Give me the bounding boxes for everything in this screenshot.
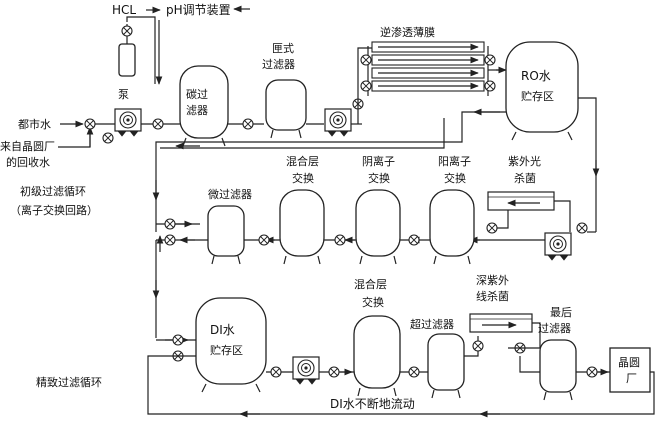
uv-label-1: 紫外光 xyxy=(508,154,541,168)
hcl-cylinder xyxy=(118,43,136,77)
reclaim-water-label-2: 的回收水 xyxy=(6,155,50,169)
hcl-label: HCL xyxy=(112,3,136,17)
pre-carbon-valve[interactable] xyxy=(152,118,164,130)
ro-valve-2[interactable] xyxy=(360,80,372,92)
cartridge-filter-label-2: 过滤器 xyxy=(262,58,295,71)
mixed-bed-2: 混合层 交换 xyxy=(353,277,401,397)
primary-loop-label-2: （离子交换回路） xyxy=(10,203,98,217)
mixed-bed-2-label-1: 混合层 xyxy=(354,277,387,291)
reclaim-valve[interactable] xyxy=(102,132,114,144)
cartridge-filter: 匣式 过滤器 xyxy=(262,42,307,139)
ro-tank-label-2: 贮存区 xyxy=(521,89,554,103)
anion-valve[interactable] xyxy=(408,234,420,246)
ro-tank-label-1: RO水 xyxy=(521,69,551,83)
anion-label-2: 交换 xyxy=(368,171,390,185)
primary-loop-label-1: 初级过滤循环 xyxy=(20,184,86,198)
deep-uv-label-2: 线杀菌 xyxy=(476,289,509,303)
ro-booster-pump[interactable] xyxy=(324,108,352,137)
fab-label-1: 晶圆 xyxy=(618,356,640,369)
final-filter-valve[interactable] xyxy=(586,366,598,378)
mixed-bed-1 xyxy=(279,189,325,265)
inlet-valve[interactable] xyxy=(84,118,96,130)
ultra-filter-valve[interactable] xyxy=(472,340,484,352)
ro-membranes: 逆渗透薄膜 xyxy=(360,25,496,96)
mixed-bed-2-valve[interactable] xyxy=(408,366,420,378)
wafer-fab: 晶圆 厂 xyxy=(609,347,651,393)
fab-label-2: 厂 xyxy=(626,372,637,385)
polish-loop-label: 精致过滤循环 xyxy=(36,375,102,389)
pump-label: 泵 xyxy=(118,88,129,101)
anion-exchanger xyxy=(355,189,401,265)
anion-label-1: 阴离子 xyxy=(362,154,395,168)
carbon-filter: 碳过 滤器 xyxy=(179,65,229,147)
final-filter: 最后 过滤器 xyxy=(538,306,577,401)
city-water-label: 都市水 xyxy=(18,117,51,131)
di-tank-label-1: DI水 xyxy=(210,323,235,337)
hcl-dosing: HCL pH调节装置 xyxy=(112,3,250,85)
micro-filter-valve[interactable] xyxy=(258,234,270,246)
di-outlet-valve[interactable] xyxy=(270,366,282,378)
polish-pump[interactable] xyxy=(292,356,320,385)
final-filter-label-1: 最后 xyxy=(550,306,572,319)
ro-outlet-valve[interactable] xyxy=(576,222,588,234)
micro-filter-label: 微过滤器 xyxy=(208,187,252,201)
cation-exchanger xyxy=(429,189,475,265)
carbon-filter-label-1: 碳过 xyxy=(186,87,208,101)
final-filter-label-2: 过滤器 xyxy=(538,322,571,335)
loop-valve-1[interactable] xyxy=(164,218,176,230)
ultra-filter: 超过滤器 xyxy=(410,317,465,399)
di-flow-label: DI水不断地流动 xyxy=(330,396,415,411)
feed-pump[interactable] xyxy=(114,108,142,137)
cation-label-1: 阳离子 xyxy=(438,154,471,168)
di-tank-label-2: 贮存区 xyxy=(210,343,243,357)
ro-valve-1[interactable] xyxy=(360,54,372,66)
di-storage-tank: DI水 贮存区 xyxy=(195,297,267,393)
mixed-bed-1-valve[interactable] xyxy=(334,234,346,246)
mixed-bed-1-label-2: 交换 xyxy=(292,171,314,185)
cartridge-filter-label-1: 匣式 xyxy=(272,42,294,55)
post-carbon-valve[interactable] xyxy=(242,118,254,130)
ro-storage-tank: RO水 贮存区 xyxy=(505,41,579,141)
ro-valve-3[interactable] xyxy=(484,54,496,66)
deep-uv-sterilizer: 深紫外 线杀菌 xyxy=(469,274,533,333)
micro-filter xyxy=(207,205,245,265)
ro-valve-4[interactable] xyxy=(484,80,496,92)
ultra-filter-label: 超过滤器 xyxy=(410,317,454,331)
uv-sterilizer xyxy=(487,191,555,211)
mixed-bed-2-label-2: 交换 xyxy=(362,295,384,309)
mixed-bed-1-label-1: 混合层 xyxy=(286,154,319,168)
loop-valve-2[interactable] xyxy=(164,234,176,246)
polish-pump-valve[interactable] xyxy=(328,366,340,378)
hcl-valve[interactable] xyxy=(121,25,133,37)
di-inlet-valve[interactable] xyxy=(172,334,184,346)
ph-device-label: pH调节装置 xyxy=(166,3,231,17)
carbon-filter-label-2: 滤器 xyxy=(186,104,208,117)
cation-label-2: 交换 xyxy=(444,171,466,185)
uv-label-2: 杀菌 xyxy=(514,171,536,185)
uv-outlet-valve[interactable] xyxy=(486,222,498,234)
deep-uv-label-1: 深紫外 xyxy=(476,274,509,287)
ro-membrane-label: 逆渗透薄膜 xyxy=(380,25,435,39)
reclaim-water-label-1: 来自晶圆厂 xyxy=(0,140,55,153)
primary-loop-pump[interactable] xyxy=(544,232,572,261)
